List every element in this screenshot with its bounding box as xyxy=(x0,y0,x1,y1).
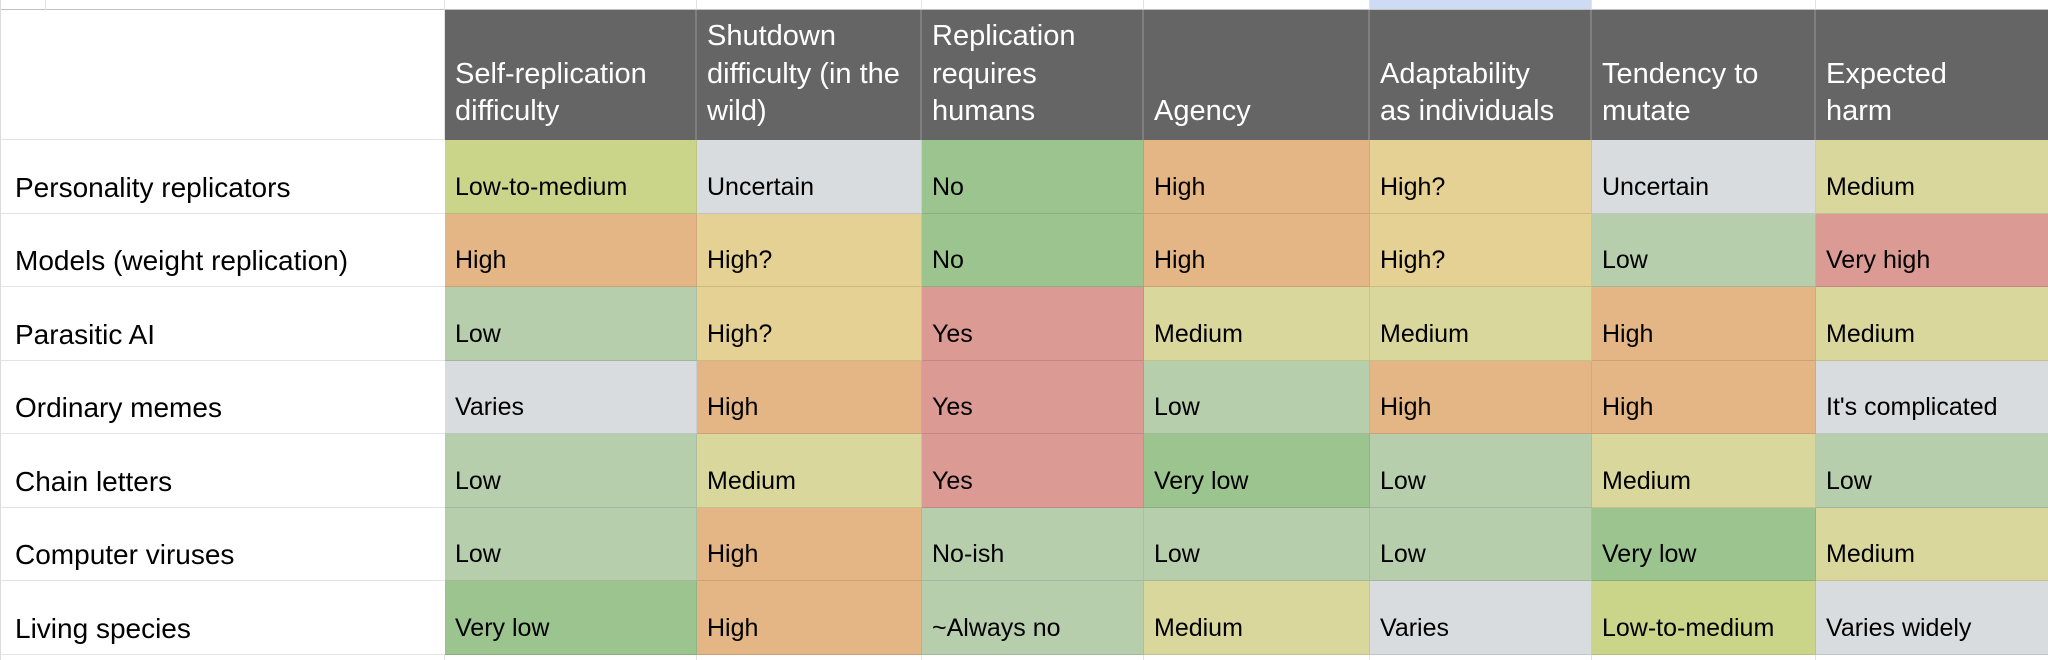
grid-cell xyxy=(922,0,1144,10)
table-row-models-weight-replication: Models (weight replication) High High? N… xyxy=(1,213,2048,287)
value-cell[interactable]: Low xyxy=(1816,434,2048,508)
row-label-cell[interactable]: Living species xyxy=(1,581,445,655)
value-cell[interactable]: High xyxy=(1144,213,1370,287)
grid-cell xyxy=(1816,654,2048,660)
value-cell[interactable]: High? xyxy=(1370,213,1592,287)
column-header-replication-requires-humans[interactable]: Replication requires humans xyxy=(922,10,1144,140)
column-header-agency[interactable]: Agency xyxy=(1144,10,1370,140)
value-cell[interactable]: High xyxy=(445,213,697,287)
value-cell[interactable]: Low xyxy=(1592,213,1816,287)
value-cell[interactable]: Low xyxy=(1370,507,1592,581)
grid-cell xyxy=(1144,0,1370,10)
row-label-cell[interactable]: Parasitic AI xyxy=(1,287,445,361)
value-cell[interactable]: High xyxy=(1592,360,1816,434)
table-row-personality-replicators: Personality replicators Low-to-medium Un… xyxy=(1,140,2048,214)
row-label-cell[interactable]: Chain letters xyxy=(1,434,445,508)
value-cell[interactable]: Medium xyxy=(697,434,922,508)
value-cell[interactable]: High xyxy=(697,581,922,655)
value-cell[interactable]: Medium xyxy=(1816,140,2048,214)
grid-cell xyxy=(697,0,922,10)
value-cell[interactable]: Low xyxy=(445,507,697,581)
row-label-cell[interactable]: Ordinary memes xyxy=(1,360,445,434)
value-cell[interactable]: Yes xyxy=(922,434,1144,508)
value-cell[interactable]: Low-to-medium xyxy=(445,140,697,214)
table-row-ordinary-memes: Ordinary memes Varies High Yes Low High … xyxy=(1,360,2048,434)
table-row-chain-letters: Chain letters Low Medium Yes Very low Lo… xyxy=(1,434,2048,508)
column-header-shutdown-difficulty[interactable]: Shutdown difficulty (in the wild) xyxy=(697,10,922,140)
value-cell[interactable]: Low xyxy=(445,287,697,361)
grid-cell xyxy=(1,0,445,10)
value-cell[interactable]: Uncertain xyxy=(1592,140,1816,214)
value-cell[interactable]: Medium xyxy=(1816,507,2048,581)
value-cell[interactable]: High? xyxy=(697,287,922,361)
value-cell[interactable]: Uncertain xyxy=(697,140,922,214)
value-cell[interactable]: High xyxy=(697,507,922,581)
column-header-self-replication-difficulty[interactable]: Self-replication difficulty xyxy=(445,10,697,140)
value-cell[interactable]: Yes xyxy=(922,360,1144,434)
grid-cell xyxy=(1370,654,1592,660)
value-cell[interactable]: Varies xyxy=(445,360,697,434)
value-cell[interactable]: No-ish xyxy=(922,507,1144,581)
table-row-parasitic-ai: Parasitic AI Low High? Yes Medium Medium… xyxy=(1,287,2048,361)
gridline-stub xyxy=(45,0,46,10)
value-cell[interactable]: Low xyxy=(445,434,697,508)
grid-cell xyxy=(1,654,445,660)
value-cell[interactable]: Medium xyxy=(1592,434,1816,508)
value-cell[interactable]: It's complicated xyxy=(1816,360,2048,434)
grid-cell xyxy=(445,0,697,10)
value-cell[interactable]: High xyxy=(1592,287,1816,361)
column-header-expected-harm[interactable]: Expected harm xyxy=(1816,10,2048,140)
value-cell[interactable]: Medium xyxy=(1370,287,1592,361)
value-cell[interactable]: Low xyxy=(1144,360,1370,434)
table-row-living-species: Living species Very low High ~Always no … xyxy=(1,581,2048,655)
value-cell[interactable]: Low-to-medium xyxy=(1592,581,1816,655)
row-label-cell[interactable]: Personality replicators xyxy=(1,140,445,214)
value-cell[interactable]: Very low xyxy=(445,581,697,655)
value-cell[interactable]: High xyxy=(1370,360,1592,434)
value-cell[interactable]: High? xyxy=(1370,140,1592,214)
header-row: Self-replication difficulty Shutdown dif… xyxy=(1,10,2048,140)
highlighted-cell[interactable] xyxy=(1370,0,1592,10)
column-header-adaptability-as-individuals[interactable]: Adaptability as individuals xyxy=(1370,10,1592,140)
grid-cell xyxy=(922,654,1144,660)
value-cell[interactable]: ~Always no xyxy=(922,581,1144,655)
corner-cell[interactable] xyxy=(1,10,445,140)
value-cell[interactable]: Medium xyxy=(1816,287,2048,361)
partial-row-below xyxy=(1,654,2048,660)
value-cell[interactable]: No xyxy=(922,140,1144,214)
partial-row-above xyxy=(1,0,2048,10)
value-cell[interactable]: High xyxy=(697,360,922,434)
value-cell[interactable]: Very low xyxy=(1144,434,1370,508)
table-row-computer-viruses: Computer viruses Low High No-ish Low Low… xyxy=(1,507,2048,581)
value-cell[interactable]: Varies xyxy=(1370,581,1592,655)
grid-cell xyxy=(1592,0,1816,10)
value-cell[interactable]: Very low xyxy=(1592,507,1816,581)
grid-cell xyxy=(697,654,922,660)
value-cell[interactable]: Medium xyxy=(1144,287,1370,361)
value-cell[interactable]: No xyxy=(922,213,1144,287)
value-cell[interactable]: Medium xyxy=(1144,581,1370,655)
value-cell[interactable]: High? xyxy=(697,213,922,287)
value-cell[interactable]: Yes xyxy=(922,287,1144,361)
grid-cell xyxy=(1592,654,1816,660)
value-cell[interactable]: Low xyxy=(1144,507,1370,581)
value-cell[interactable]: Low xyxy=(1370,434,1592,508)
column-header-tendency-to-mutate[interactable]: Tendency to mutate xyxy=(1592,10,1816,140)
row-label-cell[interactable]: Models (weight replication) xyxy=(1,213,445,287)
grid-cell xyxy=(445,654,697,660)
grid-cell xyxy=(1144,654,1370,660)
value-cell[interactable]: High xyxy=(1144,140,1370,214)
grid-cell xyxy=(1816,0,2048,10)
value-cell[interactable]: Very high xyxy=(1816,213,2048,287)
row-label-cell[interactable]: Computer viruses xyxy=(1,507,445,581)
value-cell[interactable]: Varies widely xyxy=(1816,581,2048,655)
